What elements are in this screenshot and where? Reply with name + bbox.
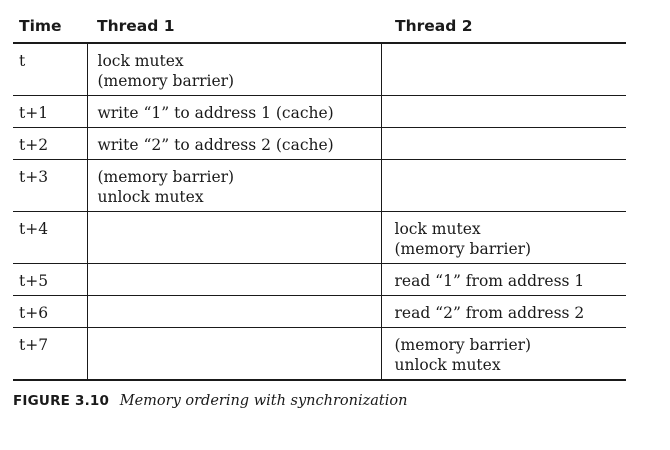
operation-line: read “2” from address 2	[394, 304, 585, 322]
operation-line: write “2” to address 2 (cache)	[97, 136, 334, 154]
figure-caption: FIGURE 3.10 Memory ordering with synchro…	[13, 393, 626, 409]
operation-line: read “1” from address 1	[394, 272, 585, 290]
time-cell: t	[13, 43, 87, 96]
thread-2-cell: (memory barrier) unlock mutex	[380, 327, 626, 381]
operation-line: unlock mutex	[97, 188, 204, 206]
table-row: t+3 (memory barrier) unlock mutex	[13, 159, 626, 212]
time-cell: t+7	[13, 327, 87, 381]
time-cell: t+4	[13, 211, 87, 264]
figure-caption-text: Memory ordering with synchronization	[119, 393, 408, 409]
operation-line: write “1” to address 1 (cache)	[97, 104, 334, 122]
thread-2-cell: read “1” from address 1	[380, 263, 626, 296]
operation-line: lock mutex	[97, 52, 184, 70]
table-row: t lock mutex (memory barrier)	[13, 43, 626, 96]
table-row: t+7 (memory barrier) unlock mutex	[13, 327, 626, 381]
operation-line: (memory barrier)	[394, 240, 532, 258]
header-thread-1: Thread 1	[87, 12, 381, 44]
thread-1-cell	[86, 211, 381, 264]
operation-line: unlock mutex	[394, 356, 501, 374]
thread-2-cell: lock mutex (memory barrier)	[380, 211, 626, 264]
thread-1-cell	[86, 327, 381, 381]
time-cell: t+3	[13, 159, 87, 212]
thread-2-cell	[380, 159, 626, 212]
thread-1-cell: (memory barrier) unlock mutex	[86, 159, 381, 212]
time-cell: t+2	[13, 127, 87, 160]
figure-label: FIGURE 3.10	[13, 393, 110, 409]
time-cell: t+6	[13, 295, 87, 328]
table-row: t+6 read “2” from address 2	[13, 295, 626, 328]
thread-1-cell: lock mutex (memory barrier)	[86, 43, 381, 96]
thread-1-cell	[86, 263, 381, 296]
table-row: t+2 write “2” to address 2 (cache)	[13, 127, 626, 160]
memory-ordering-table: Time Thread 1 Thread 2 t lock mutex (memor…	[13, 12, 626, 381]
thread-2-cell	[380, 127, 626, 160]
thread-1-cell: write “2” to address 2 (cache)	[86, 127, 381, 160]
time-cell: t+5	[13, 263, 87, 296]
operation-line: (memory barrier)	[394, 336, 532, 354]
table-row: t+4 lock mutex (memory barrier)	[13, 211, 626, 264]
thread-2-cell	[380, 95, 626, 128]
thread-2-cell	[380, 43, 626, 96]
operation-line: (memory barrier)	[97, 168, 235, 186]
header-time: Time	[13, 12, 87, 44]
time-cell: t+1	[13, 95, 87, 128]
header-thread-2: Thread 2	[381, 12, 626, 44]
operation-line: (memory barrier)	[97, 72, 235, 90]
thread-1-cell	[86, 295, 381, 328]
table-row: t+5 read “1” from address 1	[13, 263, 626, 296]
figure: Time Thread 1 Thread 2 t lock mutex (memor…	[13, 12, 626, 409]
header-row: Time Thread 1 Thread 2	[13, 12, 626, 44]
thread-1-cell: write “1” to address 1 (cache)	[86, 95, 381, 128]
operation-line: lock mutex	[394, 220, 481, 238]
table-row: t+1 write “1” to address 1 (cache)	[13, 95, 626, 128]
thread-2-cell: read “2” from address 2	[380, 295, 626, 328]
